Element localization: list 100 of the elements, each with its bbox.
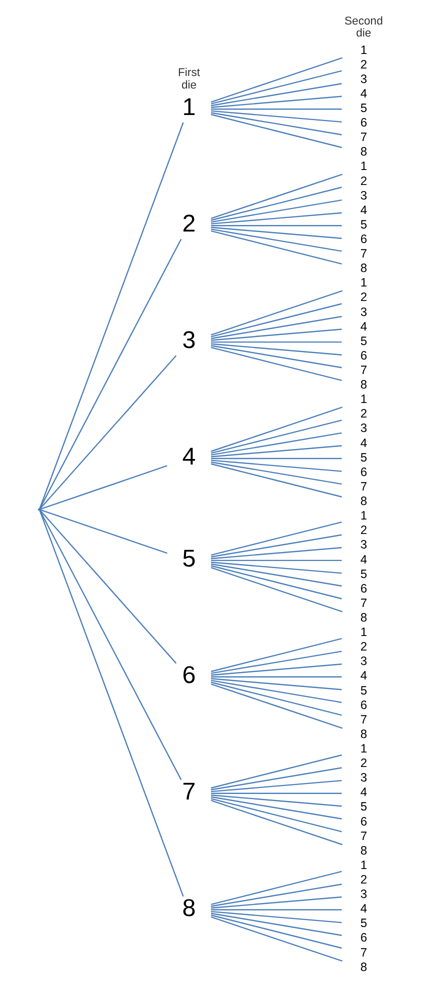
connector [210,174,342,220]
node-text: 6 [360,814,368,828]
node-text: 4 [360,319,368,334]
connector [210,547,342,560]
connector [210,228,342,252]
node-text: 7 [360,828,368,843]
connector [39,465,168,510]
node-text: 8 [182,894,196,922]
node-text: 8 [360,610,368,624]
node-text: 5 [360,683,368,698]
connector [210,896,342,909]
node-text: 5 [360,100,368,115]
node-text: 8 [360,378,368,392]
connector [210,345,342,368]
connector [210,870,342,906]
node-text: 3 [360,538,368,552]
node-text: 7 [360,479,368,494]
node-text: 7 [360,596,368,610]
connector [210,328,342,341]
node-text: 8 [360,843,368,858]
connector [210,678,342,690]
connector [210,226,342,239]
node-text: 4 [360,785,368,800]
node-text: 1 [360,625,368,640]
connector [210,290,342,336]
node-text: 1 [182,94,196,122]
connector [210,767,342,790]
connector [210,800,342,846]
connector [211,225,342,226]
node-text: 8 [360,726,368,741]
node-text: 5 [360,334,368,348]
node-text: 3 [360,188,368,202]
connector [210,463,342,498]
connector [210,682,342,716]
node-text: 5 [360,916,368,930]
connector [210,460,342,472]
node-text: 3 [360,770,368,785]
node-text: 2 [360,756,368,770]
node-text: 8 [360,144,368,159]
connector [210,346,342,381]
node-text: 6 [360,232,368,246]
connector [211,676,342,678]
node-text: 7 [360,246,368,261]
connector [210,563,342,587]
node-text: 2 [360,406,368,421]
node-text: 1 [360,159,368,174]
node-text: 2 [360,872,368,887]
connector [210,914,342,949]
node-text: 6 [360,930,368,945]
connector [210,780,342,792]
connector [210,112,342,136]
connector [210,316,342,340]
node-text: 8 [360,261,368,276]
connector [210,650,342,674]
node-text: 4 [360,668,368,683]
connector [210,406,342,452]
node-text: 1 [360,508,368,523]
connector [210,794,342,807]
node-text: 1 [360,741,368,756]
connector [210,884,342,907]
node-text: 4 [360,436,368,450]
node-text: 1 [360,42,368,57]
node-text: 2 [360,640,368,654]
node-text: 4 [360,202,368,217]
node-text: 4 [360,902,368,916]
node-text: 5 [360,217,368,232]
label: Second die [344,15,383,40]
node-text: 6 [360,116,368,130]
node-text: 7 [360,363,368,378]
connector [210,683,342,729]
connector [210,796,342,820]
node-text: 4 [360,552,368,566]
connector [210,462,342,485]
connector [211,108,342,110]
node-text: 3 [182,327,196,354]
node-text: 2 [360,57,368,72]
connector [210,199,342,223]
node-text: 3 [360,421,368,436]
node-text: 1 [360,392,368,406]
node-text: 4 [360,86,368,100]
connector [210,110,342,123]
connector [39,509,177,664]
connector [211,560,342,562]
connector [210,343,342,356]
connector [210,912,342,936]
node-text: 8 [360,494,368,508]
connector [210,916,342,962]
connector [210,83,342,106]
connector [210,445,342,458]
connector [210,522,342,556]
label: First die [178,67,200,92]
connector [210,432,342,456]
connector [210,230,342,265]
node-text: 7 [360,130,368,144]
connector [210,910,342,924]
connector [211,458,342,460]
node-text: 2 [182,210,196,238]
node-text: 3 [360,654,368,668]
connector [210,664,342,676]
connector [210,57,342,103]
